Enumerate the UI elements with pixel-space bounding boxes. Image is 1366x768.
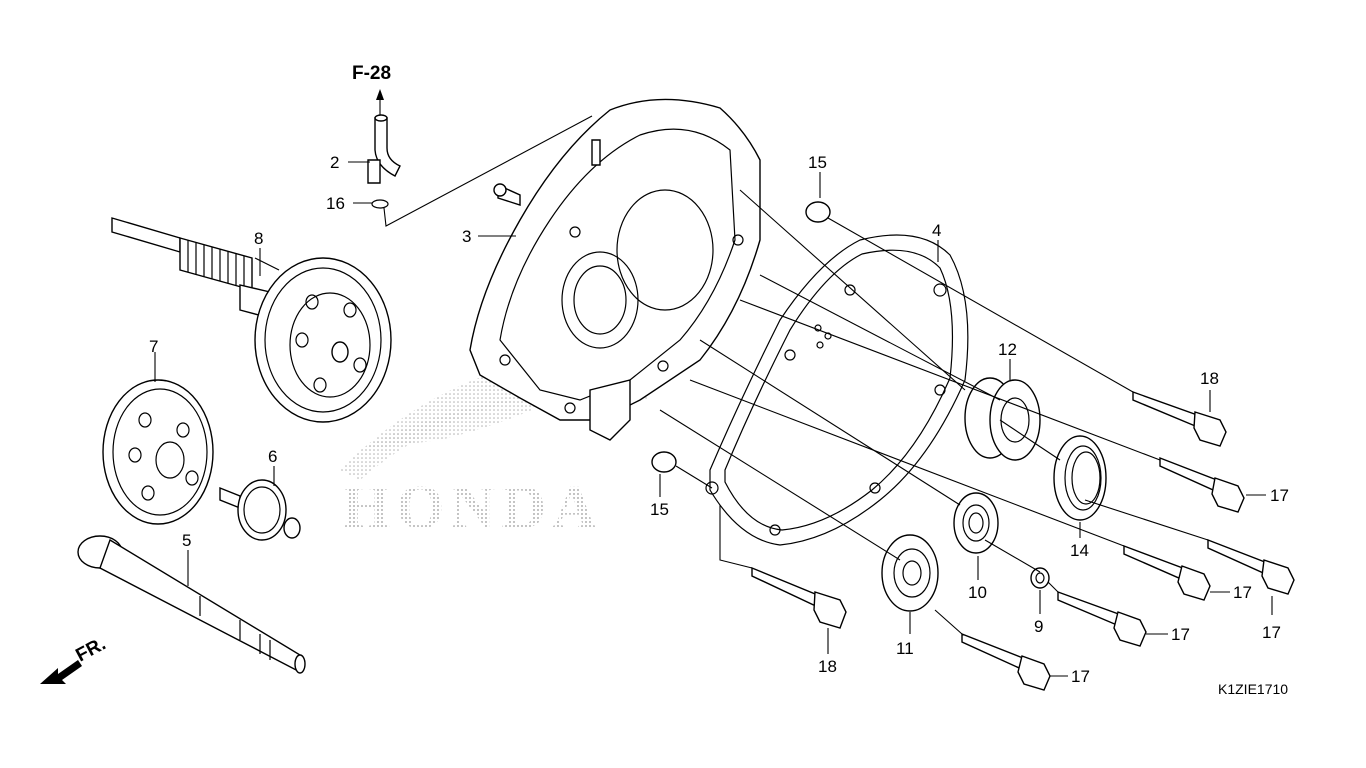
callout-17-d: 17 — [1171, 625, 1190, 644]
callout-11: 11 — [896, 639, 914, 658]
callout-18-upper: 18 — [1200, 369, 1219, 388]
bearing-part-11 — [881, 534, 939, 612]
callout-3: 3 — [462, 227, 471, 246]
callout-numbers: 2 16 8 7 6 5 3 15 15 4 12 18 17 14 17 17… — [149, 153, 1289, 686]
callout-4: 4 — [932, 221, 941, 240]
bolt-17-d — [1057, 591, 1147, 647]
bolt-17-e — [961, 632, 1051, 691]
final-shaft-part-8 — [111, 217, 392, 423]
bolts — [751, 391, 1295, 691]
callout-15-lower: 15 — [650, 500, 669, 519]
front-arrow-icon — [40, 660, 82, 684]
hose-clip — [371, 199, 389, 209]
callout-17-c: 17 — [1262, 623, 1281, 642]
oil-seal-part-14 — [1053, 435, 1107, 521]
drive-shaft-part-5 — [77, 535, 306, 674]
pinion-part-6 — [219, 479, 301, 541]
ref-label-f28: F-28 — [352, 63, 391, 84]
transmission-cover-part-3 — [469, 98, 761, 441]
callout-16: 16 — [326, 194, 345, 213]
breather-hose-assembly: F-28 — [352, 63, 593, 227]
gasket-part-4 — [705, 234, 969, 546]
callout-17-e: 17 — [1071, 667, 1090, 686]
bearing-part-10 — [953, 492, 999, 554]
hose-end-top — [374, 114, 388, 122]
callout-6: 6 — [268, 447, 277, 466]
bolt-18-upper — [1132, 391, 1227, 447]
breather-hose — [374, 117, 401, 177]
callout-2: 2 — [330, 153, 339, 172]
large-gear-outer — [254, 257, 392, 423]
gear-part-7 — [102, 379, 214, 525]
drawing-code: K1ZIE1710 — [1218, 681, 1288, 697]
watermark-text: HONDA — [342, 474, 603, 542]
callout-12: 12 — [998, 340, 1017, 359]
callout-18-lower: 18 — [818, 657, 837, 676]
bolt-17-c — [1207, 538, 1295, 595]
front-direction-indicator: FR. — [40, 634, 109, 684]
callout-9: 9 — [1034, 617, 1043, 636]
washer-part-9 — [1030, 567, 1050, 589]
hose-end-bottom — [367, 159, 381, 184]
callout-14: 14 — [1070, 541, 1089, 560]
callout-17-a: 17 — [1270, 486, 1289, 505]
alignment-lines — [659, 189, 1209, 635]
ref-arrow-head — [376, 89, 384, 100]
honda-watermark: HONDA — [340, 361, 650, 542]
callout-7: 7 — [149, 337, 158, 356]
bolt-18-lower — [751, 566, 847, 629]
callout-5: 5 — [182, 531, 191, 550]
callout-15-upper: 15 — [808, 153, 827, 172]
bolt-17-b — [1123, 544, 1211, 601]
callout-10: 10 — [968, 583, 987, 602]
dowel-pins-part-15 — [651, 201, 831, 473]
callout-leaders — [154, 161, 1273, 677]
callout-17-b: 17 — [1233, 583, 1252, 602]
bolt-17-a — [1159, 456, 1245, 513]
callout-8: 8 — [254, 229, 263, 248]
